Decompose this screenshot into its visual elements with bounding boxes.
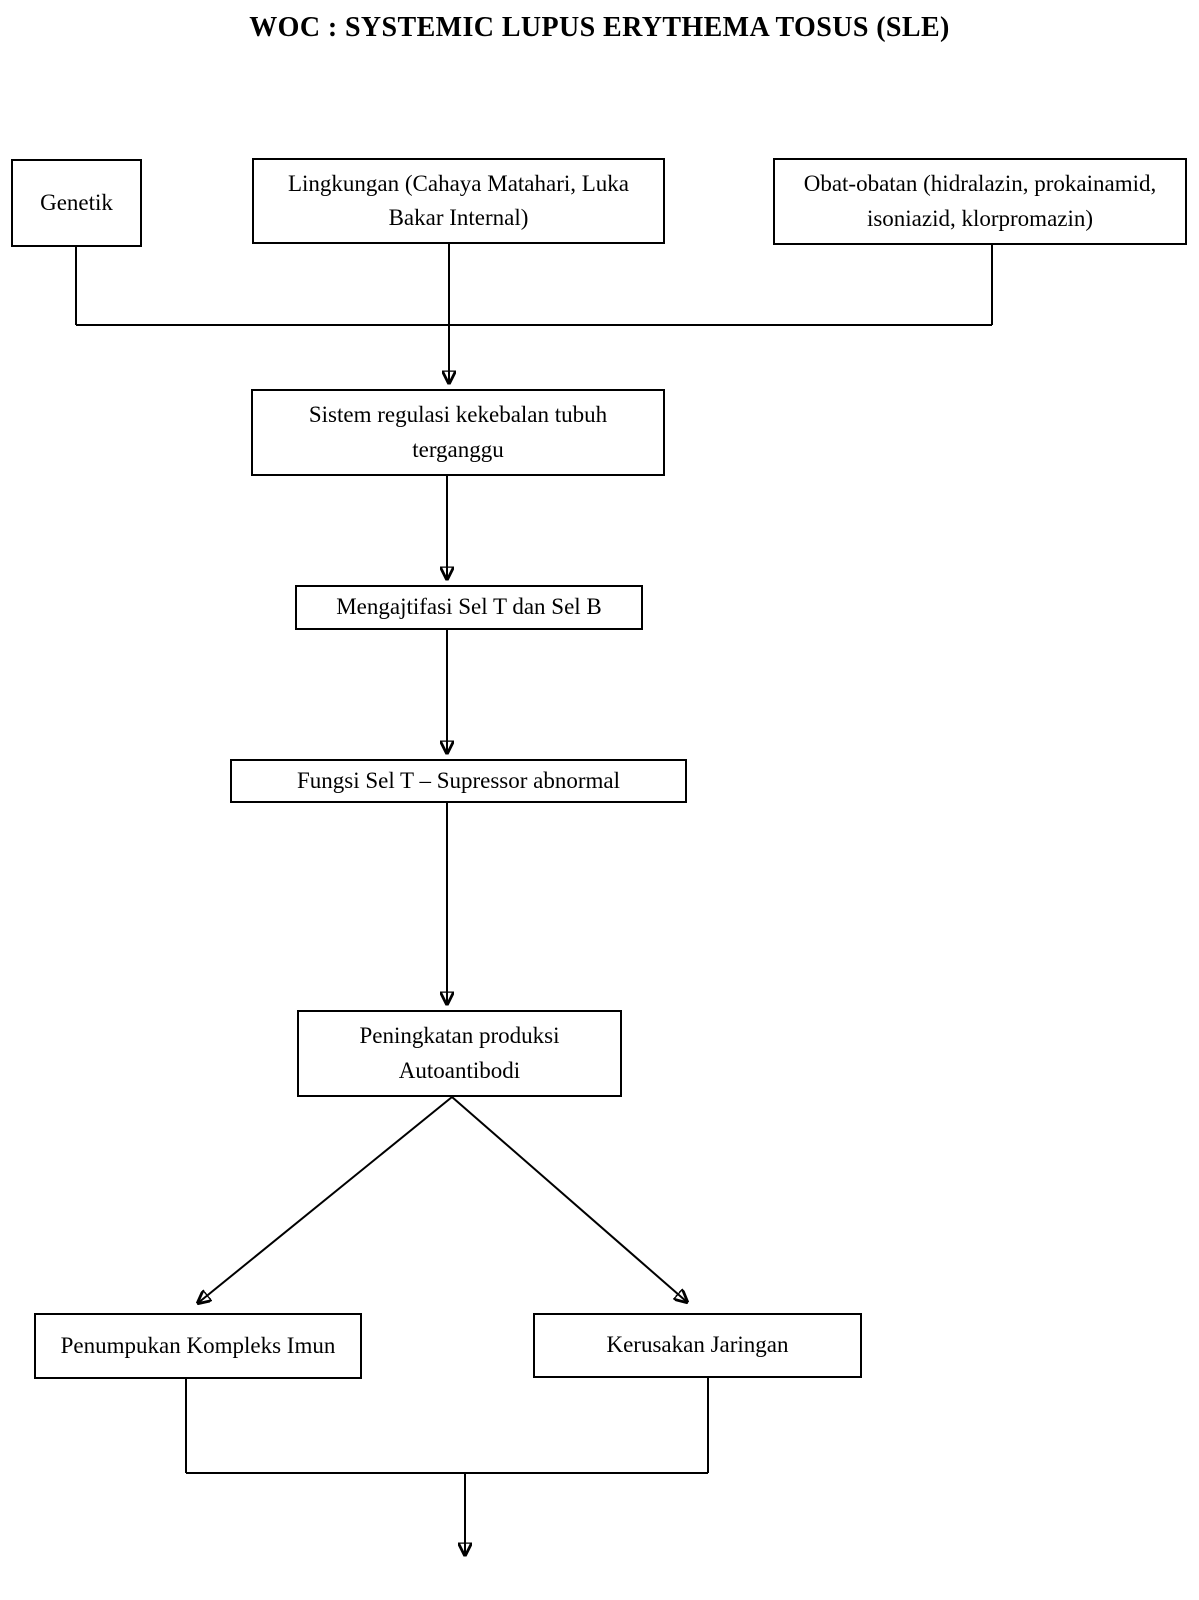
arrow-peningkatan-to-penumpukan <box>198 1096 453 1303</box>
arrow-peningkatan-to-kerusakan <box>451 1096 687 1302</box>
node-fungsi-sel-t: Fungsi Sel T – Supressor abnormal <box>230 759 687 803</box>
node-genetik: Genetik <box>11 159 142 247</box>
node-lingkungan: Lingkungan (Cahaya Matahari, Luka Bakar … <box>252 158 665 244</box>
node-aktivasi-sel: Mengajtifasi Sel T dan Sel B <box>295 585 643 630</box>
node-obat-obatan: Obat-obatan (hidralazin, prokainamid, is… <box>773 158 1187 245</box>
node-penumpukan-kompleks-imun: Penumpukan Kompleks Imun <box>34 1313 362 1379</box>
node-kerusakan-jaringan: Kerusakan Jaringan <box>533 1313 862 1378</box>
diagram-title: WOC : SYSTEMIC LUPUS ERYTHEMA TOSUS (SLE… <box>249 12 950 43</box>
node-sistem-regulasi: Sistem regulasi kekebalan tubuh tergangg… <box>251 389 665 476</box>
node-peningkatan-autoantibodi: Peningkatan produksi Autoantibodi <box>297 1010 622 1097</box>
